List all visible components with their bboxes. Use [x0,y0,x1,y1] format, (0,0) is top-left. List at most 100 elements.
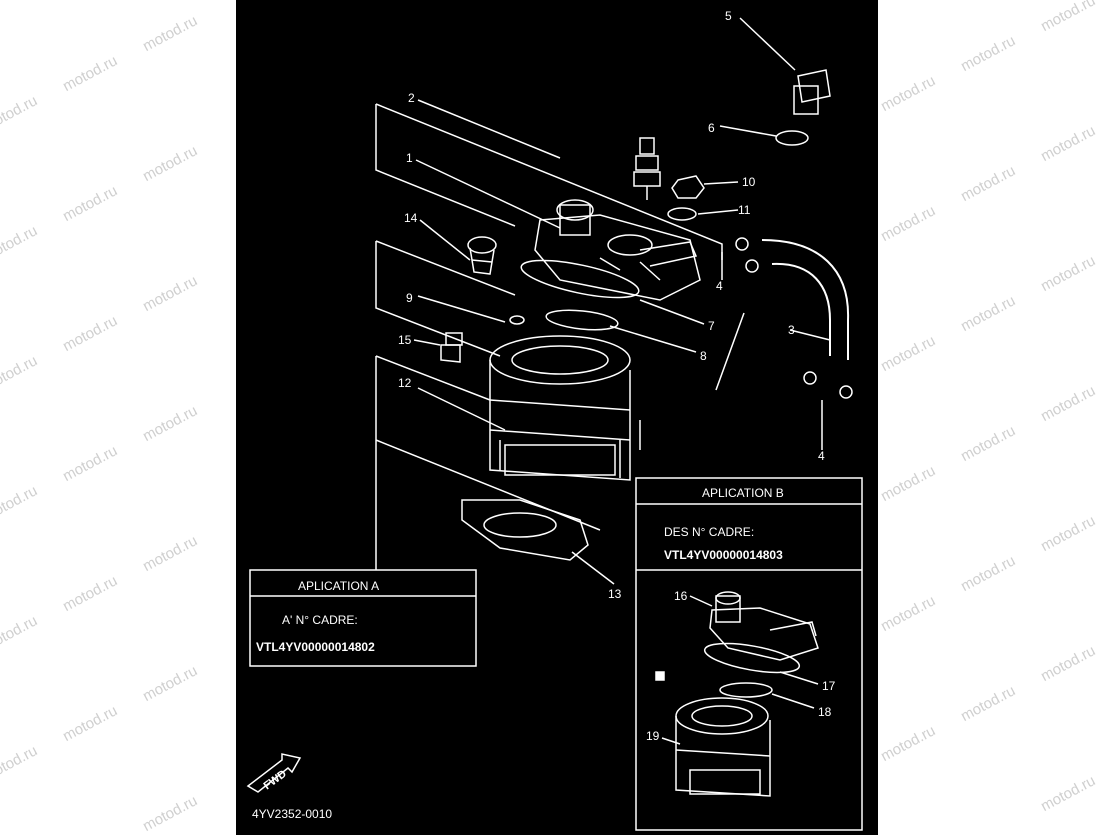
cylinder [489,335,631,481]
application-a-box [249,569,477,667]
leader-line [789,329,831,341]
watermark: motod.ru [878,72,939,116]
watermark: motod.ru [140,532,201,576]
watermark: motod.ru [958,682,1019,726]
part-number: 11 [738,203,751,217]
nut [671,175,705,199]
leader-line [719,125,777,137]
part-number: 4 [818,449,825,463]
watermark: motod.ru [878,202,939,246]
drain-plug [467,236,497,275]
part-number: 12 [398,376,412,390]
watermark: motod.ru [60,702,121,746]
watermark: motod.ru [0,612,41,656]
union-bolt [793,69,831,115]
application-a-title: APLICATION A [298,579,379,593]
watermark: motod.ru [958,422,1019,466]
leader-line [771,693,815,709]
part-number: 10 [742,175,756,189]
part-number: 4 [716,279,723,293]
part-number: 17 [822,679,836,693]
small-o-ring [509,315,525,325]
application-b-title: APLICATION B [702,486,784,500]
group-outline-head [375,103,723,260]
watermark: motod.ru [878,332,939,376]
application-b-frame-label: DES N° CADRE: [664,525,754,539]
watermark: motod.ru [878,592,939,636]
watermark: motod.ru [1038,0,1099,36]
application-a-frame-label: A' N° CADRE: [282,613,358,627]
watermark: motod.ru [1038,772,1099,816]
group-outline-head [375,104,516,227]
washer [775,130,809,146]
watermark: motod.ru [140,12,201,56]
part-number: 13 [608,587,622,601]
watermark: motod.ru [1038,642,1099,686]
part-number: 8 [700,349,707,363]
part-number: 9 [406,291,413,305]
spark-plug [633,137,661,200]
watermark: motod.ru [958,552,1019,596]
watermark: motod.ru [60,52,121,96]
exploded-diagram-panel: 1 2 3 4 4 5 6 7 8 9 10 11 12 13 14 15 16… [236,0,878,835]
watermark: motod.ru [958,162,1019,206]
leader-line [639,299,705,325]
application-a-frame-number: VTL4YV00000014802 [256,640,375,654]
exploded-diagram: 1 2 3 4 4 5 6 7 8 9 10 11 12 13 14 15 16… [246,9,863,831]
part-number: 18 [818,705,832,719]
cylinder-head-variant [709,591,819,661]
watermark-left: motod.ru motod.ru motod.ru motod.ru moto… [0,0,236,835]
leader-line [417,387,506,431]
part-number: 1 [406,151,413,165]
leader-line [739,17,796,71]
fwd-arrow-icon [246,753,302,793]
watermark: motod.ru [0,352,41,396]
leader-line [419,219,471,261]
group-outline-gaskets [715,312,745,391]
o-ring [545,309,619,331]
watermark: motod.ru [958,32,1019,76]
diagram-code: 4YV2352-0010 [252,807,332,821]
small-square [655,671,665,681]
base-gasket [461,499,589,561]
watermark: motod.ru [60,442,121,486]
watermark: motod.ru [878,462,939,506]
leader-line [697,209,739,215]
part-number: 6 [708,121,715,135]
watermark: motod.ru [0,222,41,266]
part-number: 15 [398,333,412,347]
watermark-right: motod.ru motod.ru motod.ru motod.ru moto… [878,0,1113,835]
part-number: 19 [646,729,660,743]
watermark: motod.ru [1038,122,1099,166]
cylinder-variant [675,697,771,797]
leader-line [703,181,739,185]
head-gasket [520,259,640,299]
watermark: motod.ru [1038,252,1099,296]
head-gasket-variant [703,642,801,674]
watermark: motod.ru [1038,382,1099,426]
watermark: motod.ru [60,572,121,616]
hose [761,239,850,360]
part-number: 2 [408,91,415,105]
watermark: motod.ru [140,402,201,446]
watermark: motod.ru [0,92,41,136]
watermark: motod.ru [140,662,201,706]
watermark: motod.ru [0,482,41,526]
group-outline-gaskets [375,240,516,357]
cylinder-head [534,199,701,301]
watermark: motod.ru [878,722,939,766]
leader-line [779,671,819,685]
leader-line [661,737,681,745]
part-labels: 1 2 3 4 4 5 6 7 8 9 10 11 12 13 14 15 16… [398,9,836,743]
part-number: 16 [674,589,688,603]
leader-line [689,595,713,607]
leader-line [721,252,823,450]
leader-line [417,99,561,159]
watermark: motod.ru [140,142,201,186]
watermark: motod.ru [958,292,1019,336]
leader-line [413,339,441,346]
part-number: 14 [404,211,418,225]
washer [667,207,697,221]
leader-line [609,325,697,353]
